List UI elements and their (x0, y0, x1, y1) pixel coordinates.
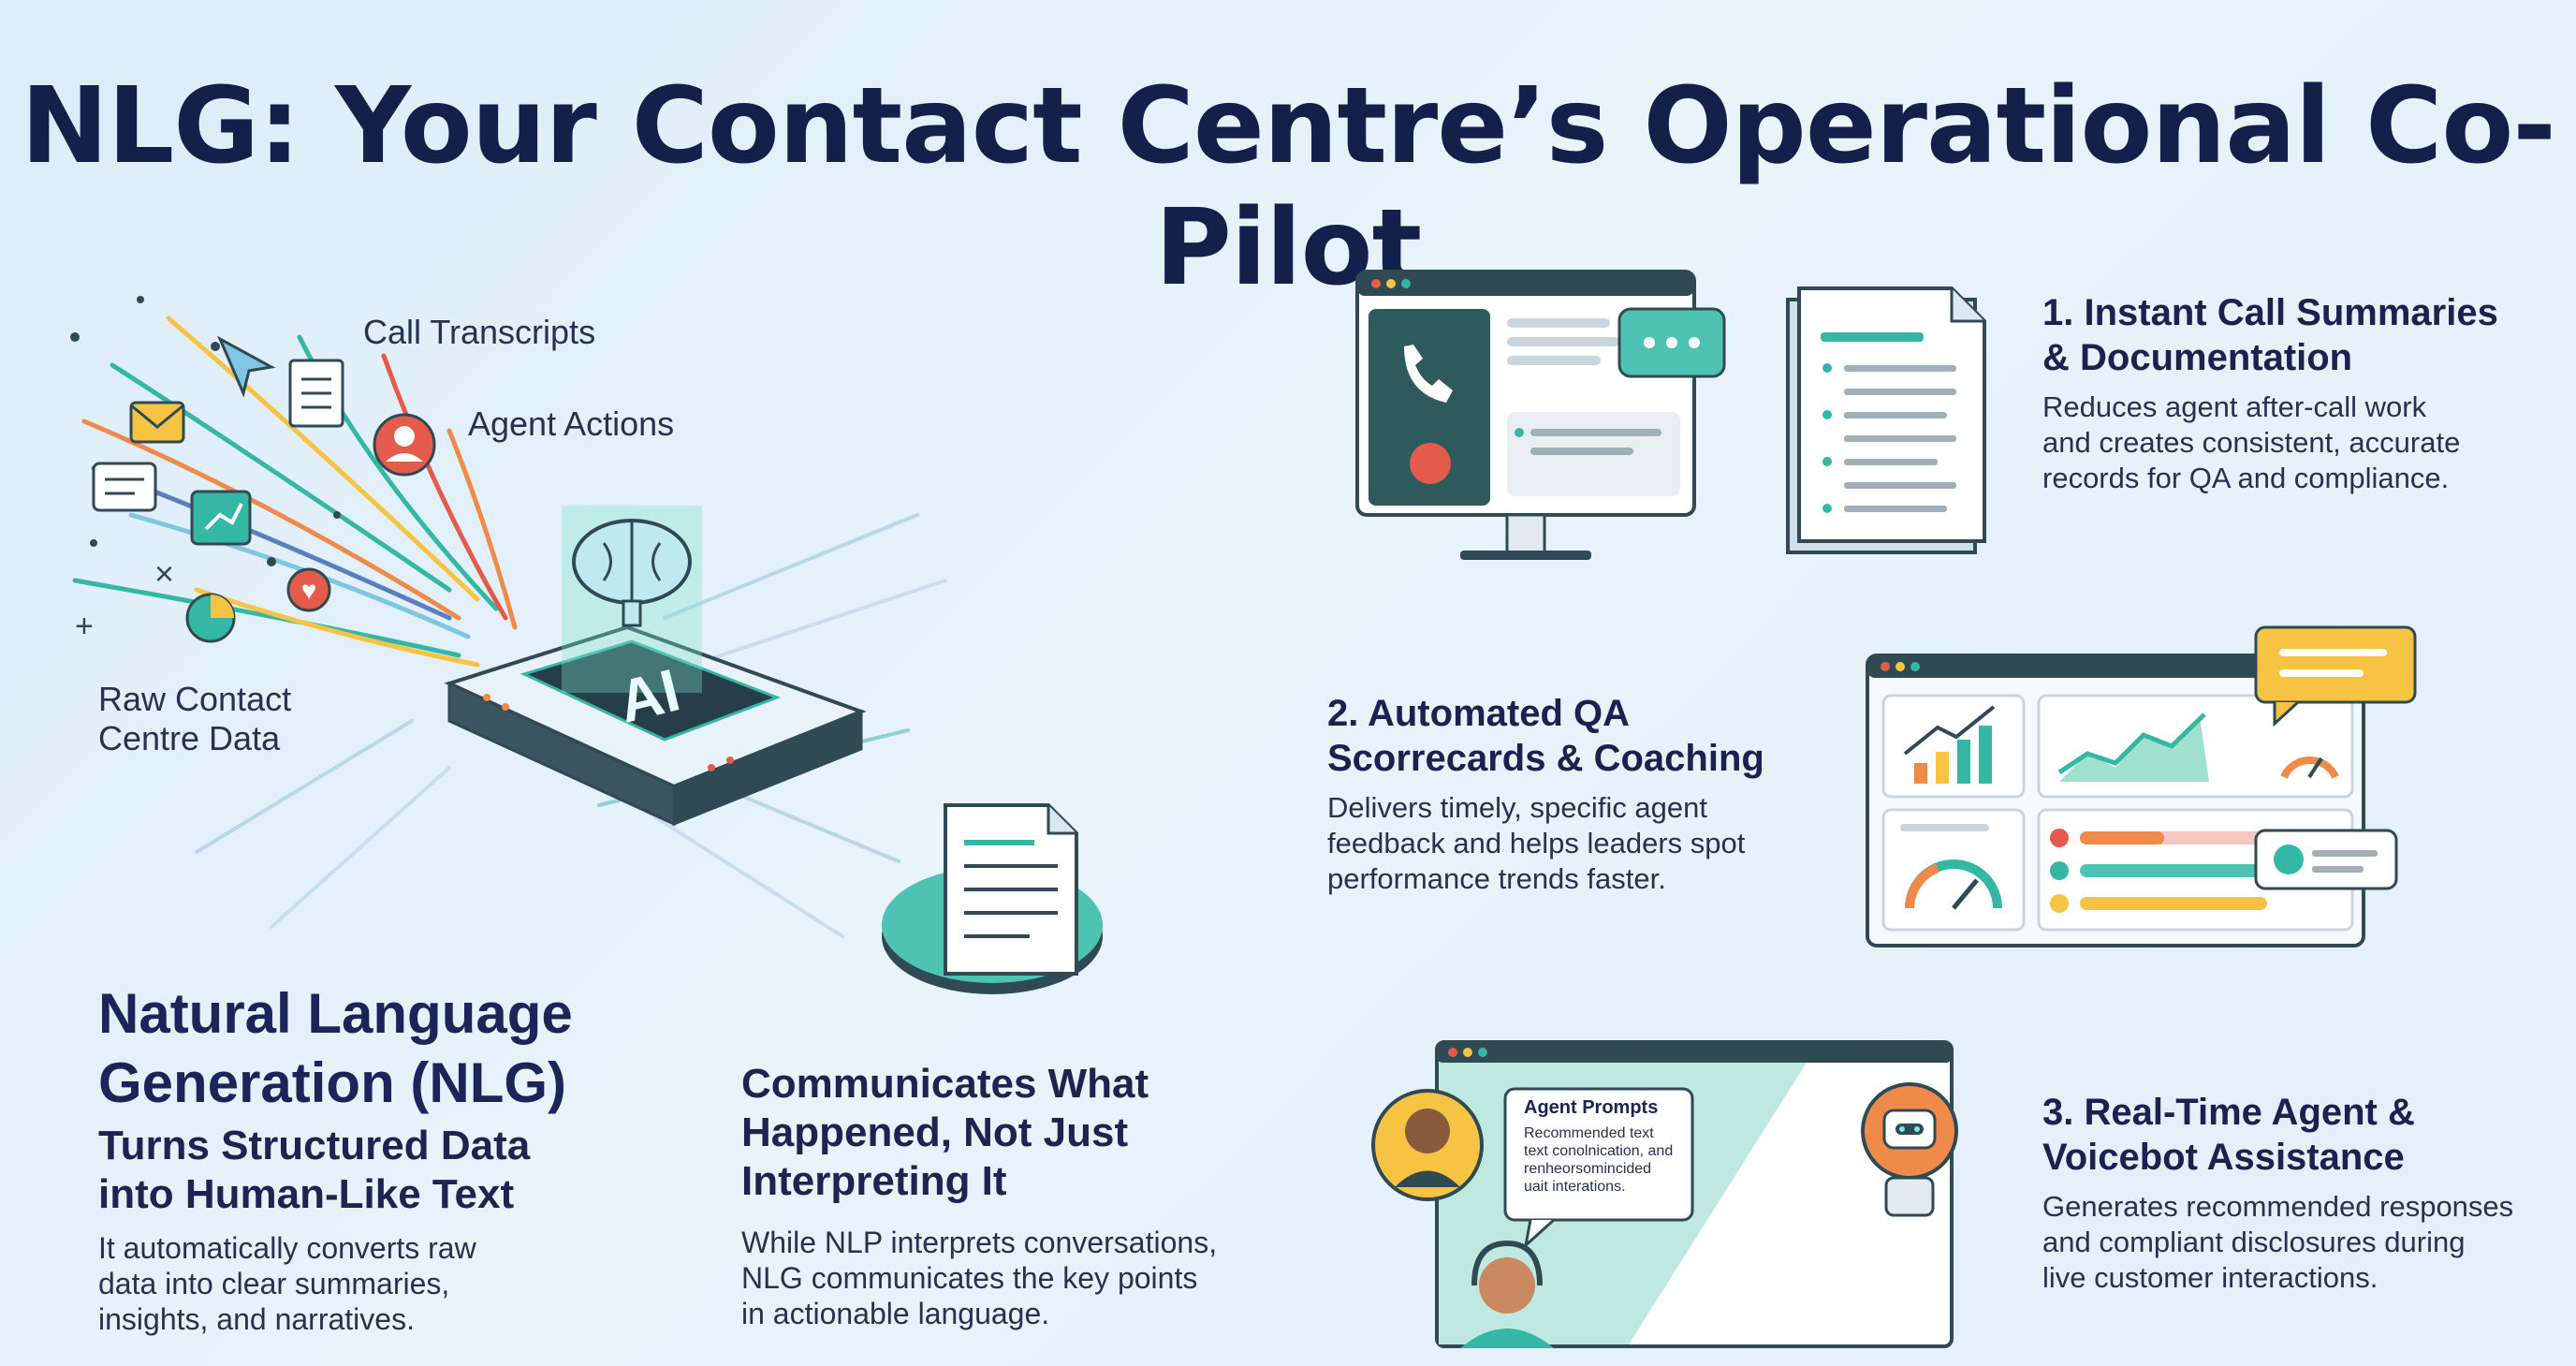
output-document (882, 803, 1103, 994)
label-call-transcripts: Call Transcripts (363, 313, 596, 351)
communicates-heading-line2: Happened, Not Just (741, 1109, 1129, 1155)
communicates-body-line2: NLG communicates the key points (741, 1261, 1198, 1295)
feature-2-body-line1: Delivers timely, specific agent (1327, 791, 1708, 824)
feature-2-body-line3: performance trends faster. (1327, 862, 1666, 895)
bar-chart-card (1881, 694, 2026, 799)
feature-3-body-line2: and compliant disclosures during (2042, 1226, 2466, 1258)
feature-2-body-line2: feedback and helps leaders spot (1327, 827, 1746, 859)
nlg-subheading-line1: Turns Structured Data (98, 1123, 531, 1168)
feature-1: 1. Instant Call Summaries & Documentatio… (2042, 290, 2498, 496)
nlg-heading-line2: Generation (NLG) (98, 1051, 567, 1114)
nlg-subheading-line2: into Human-Like Text (98, 1171, 515, 1217)
nlg-illustration: ♥ × + AI (70, 296, 1103, 994)
scatter-dots (70, 296, 341, 566)
agent-prompts-panel: Agent Prompts Recommended text text cono… (1524, 1097, 1697, 1196)
communicates-body-line3: in actionable language. (741, 1297, 1050, 1330)
heart-icon (286, 567, 331, 612)
feature-1-title-line1: 1. Instant Call Summaries (2042, 292, 2498, 333)
chart-icon (190, 490, 252, 546)
agent-avatar (1460, 1240, 1554, 1348)
feature-1-body-line3: records for QA and compliance. (2042, 462, 2450, 494)
feature-3: 3. Real-Time Agent & Voicebot Assistance… (2042, 1090, 2513, 1296)
feature-3-title-line1: 3. Real-Time Agent & (2042, 1092, 2415, 1133)
hangup-icon (1410, 443, 1451, 484)
nlg-heading-line1: Natural Language (98, 982, 573, 1045)
close-mark-icon: × (154, 554, 174, 593)
document-stack-icon (1786, 286, 1986, 554)
feature-3-body-line3: live customer interactions. (2042, 1261, 2378, 1294)
agent-prompts-box (1503, 1087, 1694, 1222)
voicebot-avatar (1861, 1082, 1958, 1217)
label-raw-data-line1: Raw Contact (98, 680, 292, 718)
gauge-card (1881, 808, 2026, 932)
agent-prompts-title: Agent Prompts (1524, 1097, 1659, 1118)
communicates-heading-line1: Communicates What (741, 1061, 1149, 1107)
feature-1-body-line2: and creates consistent, accurate (2042, 426, 2461, 459)
label-raw-data-line2: Centre Data (98, 719, 281, 757)
speech-bubble-icon (2254, 625, 2417, 727)
nlg-body-line1: It automatically converts raw (98, 1231, 476, 1265)
feature-1-body-line1: Reduces agent after-call work (2042, 390, 2427, 423)
cursor-icon (216, 335, 276, 398)
page-title: NLG: Your Contact Centre’s Operational C… (21, 66, 2556, 309)
feature-3-title-line2: Voicebot Assistance (2042, 1137, 2405, 1178)
qa-dashboard-illustration (1866, 625, 2417, 947)
communicates-heading-line3: Interpreting It (741, 1158, 1007, 1204)
feature-2-title-line1: 2. Automated QA (1327, 693, 1630, 734)
document-icon (288, 359, 344, 428)
line-chart-card (2037, 694, 2354, 799)
ai-chip: AI (444, 506, 867, 827)
nlg-body-line2: data into clear summaries, (98, 1267, 450, 1300)
svg-text:♥: ♥ (301, 576, 317, 605)
plus-icon: + (75, 609, 94, 644)
feature-2-title-line2: Scorrecards & Coaching (1327, 738, 1764, 779)
chat-bubble-icon (1617, 307, 1726, 378)
label-agent-actions: Agent Actions (468, 404, 675, 443)
nlg-body-line3: insights, and narratives. (98, 1302, 415, 1336)
agent-prompts-line3: renheorsomincided (1524, 1161, 1652, 1177)
user-icon (373, 413, 436, 477)
pie-icon (185, 593, 236, 643)
brain-icon (572, 519, 692, 627)
feature-3-body-line1: Generates recommended responses (2042, 1190, 2514, 1223)
phone-icon (1404, 345, 1453, 403)
envelope-icon (129, 401, 185, 444)
feedback-bubble-icon (2254, 829, 2398, 890)
feature-1-title-line2: & Documentation (2042, 337, 2353, 378)
agent-prompts-line4: uait interations. (1524, 1179, 1626, 1195)
chat-icon (92, 462, 157, 512)
customer-avatar (1371, 1089, 1484, 1201)
agent-assist-illustration (1371, 1040, 1958, 1348)
call-summary-illustration (1355, 270, 1986, 560)
agent-prompts-line1: Recommended text (1524, 1125, 1654, 1141)
feature-2: 2. Automated QA Scorrecards & Coaching D… (1327, 691, 1764, 897)
agent-prompts-line2: text conolnication, and (1524, 1143, 1674, 1159)
communicates-body-line1: While NLP interprets conversations, (741, 1226, 1218, 1259)
